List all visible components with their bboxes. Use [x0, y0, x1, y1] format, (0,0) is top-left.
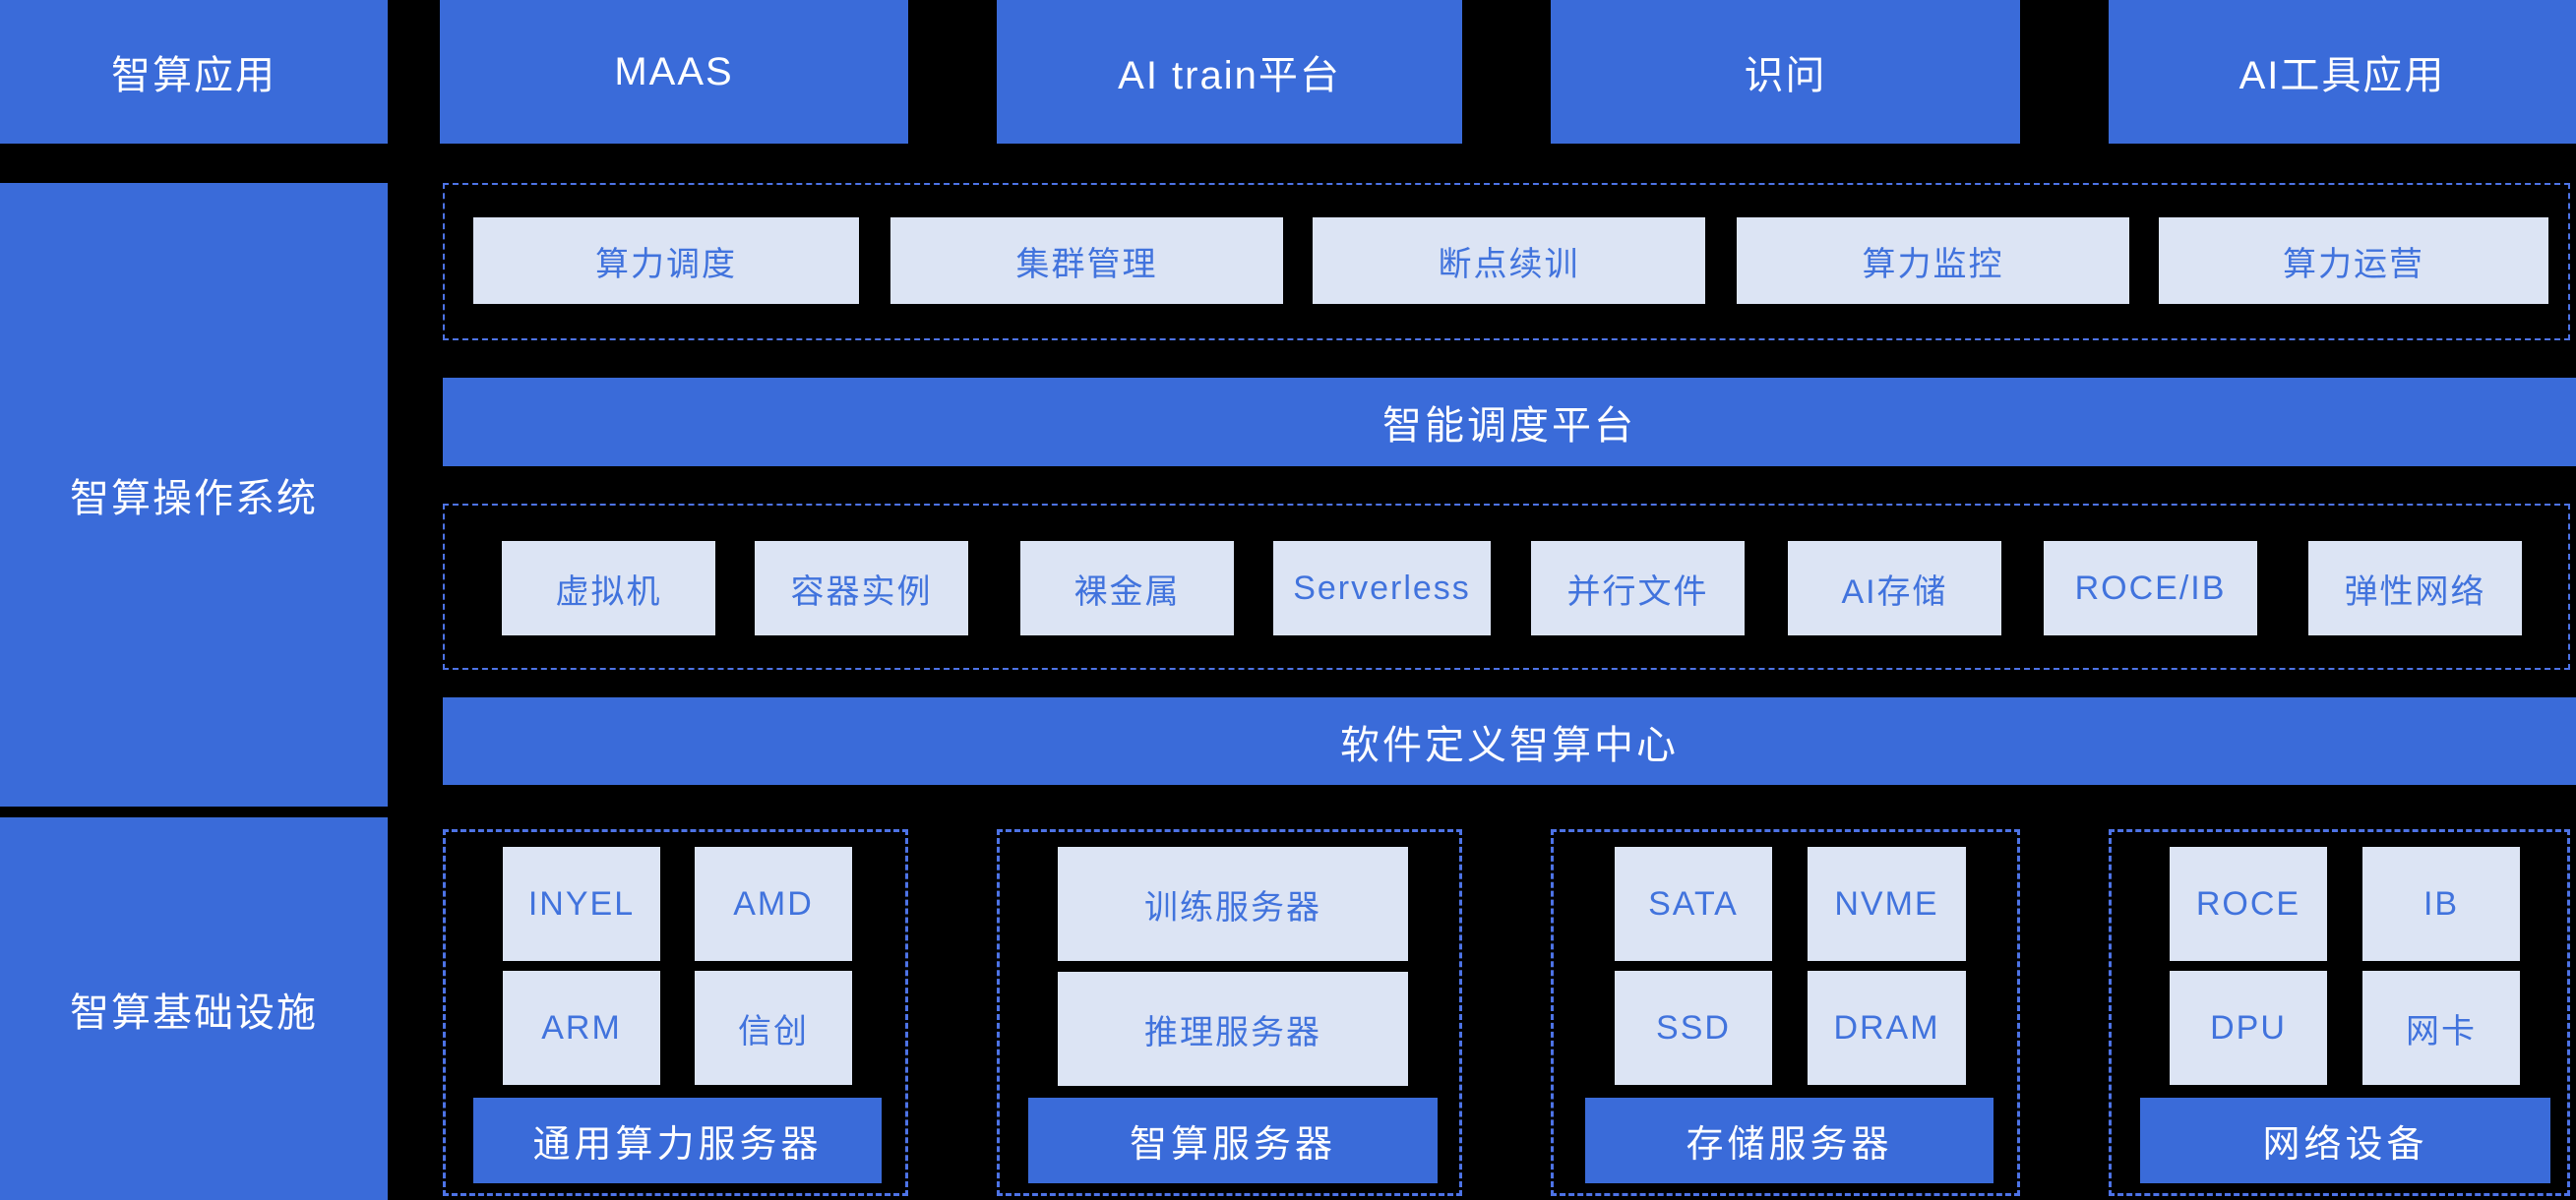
infra-item-arm: ARM	[503, 971, 660, 1085]
infra-item-training-server: 训练服务器	[1058, 847, 1408, 961]
resource-box-elastic-network: 弹性网络	[2308, 541, 2522, 635]
infra-group-general-compute: INYEL AMD ARM 信创 通用算力服务器	[443, 829, 908, 1196]
app-box-ai-train: AI train平台	[997, 0, 1462, 144]
app-box-shiwen: 识问	[1551, 0, 2020, 144]
infra-group-storage: SATA NVME SSD DRAM 存储服务器	[1551, 829, 2020, 1196]
infra-footer-storage-server: 存储服务器	[1585, 1098, 1993, 1183]
infra-item-nic: 网卡	[2362, 971, 2520, 1085]
resource-box-baremetal: 裸金属	[1020, 541, 1234, 635]
infra-item-inference-server: 推理服务器	[1058, 972, 1408, 1086]
infra-footer-ai-server: 智算服务器	[1028, 1098, 1438, 1183]
capability-box-monitor: 算力监控	[1737, 217, 2129, 304]
infra-item-dram: DRAM	[1808, 971, 1966, 1085]
scheduler-platform-bar: 智能调度平台	[443, 378, 2576, 466]
infra-item-sata: SATA	[1615, 847, 1772, 961]
infra-item-amd: AMD	[695, 847, 852, 961]
infra-footer-general-compute: 通用算力服务器	[473, 1098, 882, 1183]
capability-box-operation: 算力运营	[2159, 217, 2548, 304]
infra-item-dpu: DPU	[2170, 971, 2327, 1085]
capability-box-resume: 断点续训	[1313, 217, 1705, 304]
infra-group-network: ROCE IB DPU 网卡 网络设备	[2109, 829, 2570, 1196]
resource-dashed-zone: 虚拟机 容器实例 裸金属 Serverless 并行文件 AI存储 ROCE/I…	[443, 504, 2570, 670]
resource-box-parallel-file: 并行文件	[1531, 541, 1745, 635]
app-layer-label: 智算应用	[0, 0, 388, 144]
capability-box-cluster: 集群管理	[890, 217, 1283, 304]
resource-box-container: 容器实例	[755, 541, 968, 635]
resource-box-roce-ib: ROCE/IB	[2044, 541, 2257, 635]
infra-item-xinchuang: 信创	[695, 971, 852, 1085]
infra-item-ib: IB	[2362, 847, 2520, 961]
infra-layer-label: 智算基础设施	[0, 817, 388, 1200]
infra-item-roce: ROCE	[2170, 847, 2327, 961]
infra-item-nvme: NVME	[1808, 847, 1966, 961]
infra-item-ssd: SSD	[1615, 971, 1772, 1085]
resource-box-ai-storage: AI存储	[1788, 541, 2001, 635]
app-box-ai-tools: AI工具应用	[2109, 0, 2576, 144]
infra-group-ai-servers: 训练服务器 推理服务器 智算服务器	[997, 829, 1462, 1196]
os-layer-label: 智算操作系统	[0, 183, 388, 807]
capability-box-scheduling: 算力调度	[473, 217, 859, 304]
resource-box-serverless: Serverless	[1273, 541, 1491, 635]
infra-footer-network-device: 网络设备	[2140, 1098, 2550, 1183]
capability-dashed-zone: 算力调度 集群管理 断点续训 算力监控 算力运营	[443, 183, 2570, 340]
resource-box-vm: 虚拟机	[502, 541, 715, 635]
infra-item-inyel: INYEL	[503, 847, 660, 961]
app-box-maas: MAAS	[440, 0, 908, 144]
sddc-bar: 软件定义智算中心	[443, 697, 2576, 785]
